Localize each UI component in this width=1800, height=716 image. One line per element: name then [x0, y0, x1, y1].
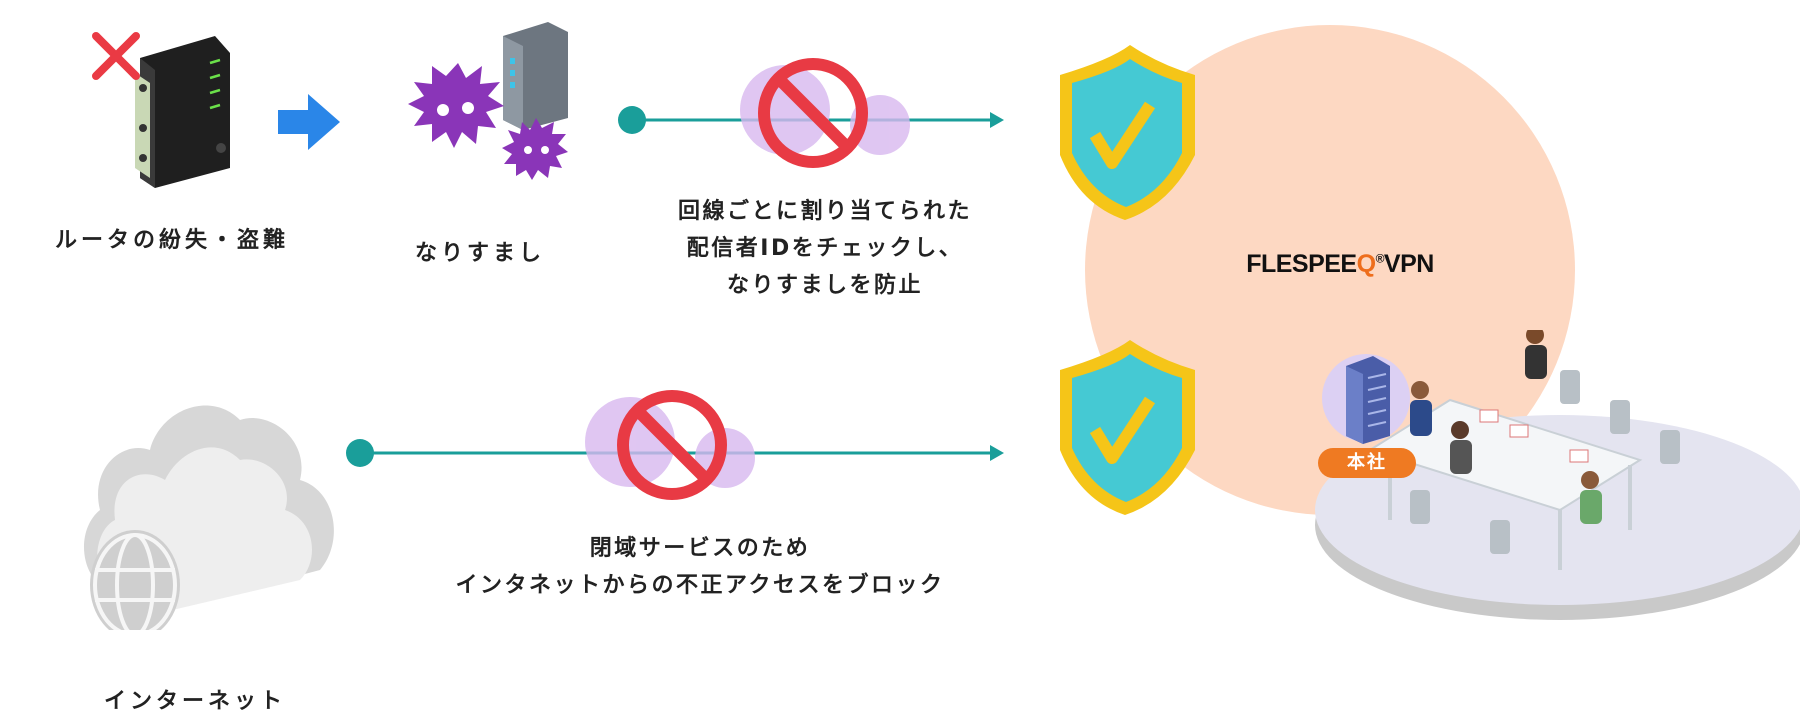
- headquarters-badge: 本社: [1318, 448, 1416, 478]
- arrow-right-icon: [278, 94, 340, 150]
- prohibit-icon: [758, 58, 868, 168]
- spoofing-protection-line3: なりすましを防止: [726, 273, 923, 298]
- internet-label: インターネット: [103, 689, 286, 714]
- headquarters-building-icon: [1322, 354, 1410, 444]
- spoofing-label: なりすまし: [414, 241, 545, 266]
- virus-server-icon: [408, 22, 568, 180]
- spoofing-protection-line2: 配信者IDをチェックし、: [686, 236, 964, 261]
- spoofing-protection-line1: 回線ごとに割り当てられた: [677, 199, 972, 224]
- router-icon: [135, 36, 230, 188]
- internet-protection-text: 閉域サービスのため インタネットからの不正アクセスをブロック: [420, 530, 980, 604]
- brand-q: Q: [1356, 250, 1376, 278]
- router-loss-label: ルータの紛失・盗難: [54, 228, 289, 253]
- office-platform: [1315, 330, 1800, 620]
- internet-protection-line2: インタネットからの不正アクセスをブロック: [455, 573, 945, 598]
- brand-suffix: VPN: [1383, 250, 1434, 278]
- brand-prefix: FLESPEE: [1246, 250, 1357, 278]
- shield-icon: [1060, 45, 1195, 220]
- cloud-globe-icon: [83, 405, 334, 630]
- prohibit-icon: [617, 390, 727, 500]
- vpn-brand: FLESPEEQ®VPN: [1230, 250, 1450, 279]
- spoofing-protection-text: 回線ごとに割り当てられた 配信者IDをチェックし、 なりすましを防止: [640, 193, 1010, 304]
- close-icon: [92, 32, 140, 80]
- shield-icon: [1060, 340, 1195, 515]
- internet-protection-line1: 閉域サービスのため: [589, 536, 811, 561]
- brand-reg: ®: [1375, 251, 1385, 266]
